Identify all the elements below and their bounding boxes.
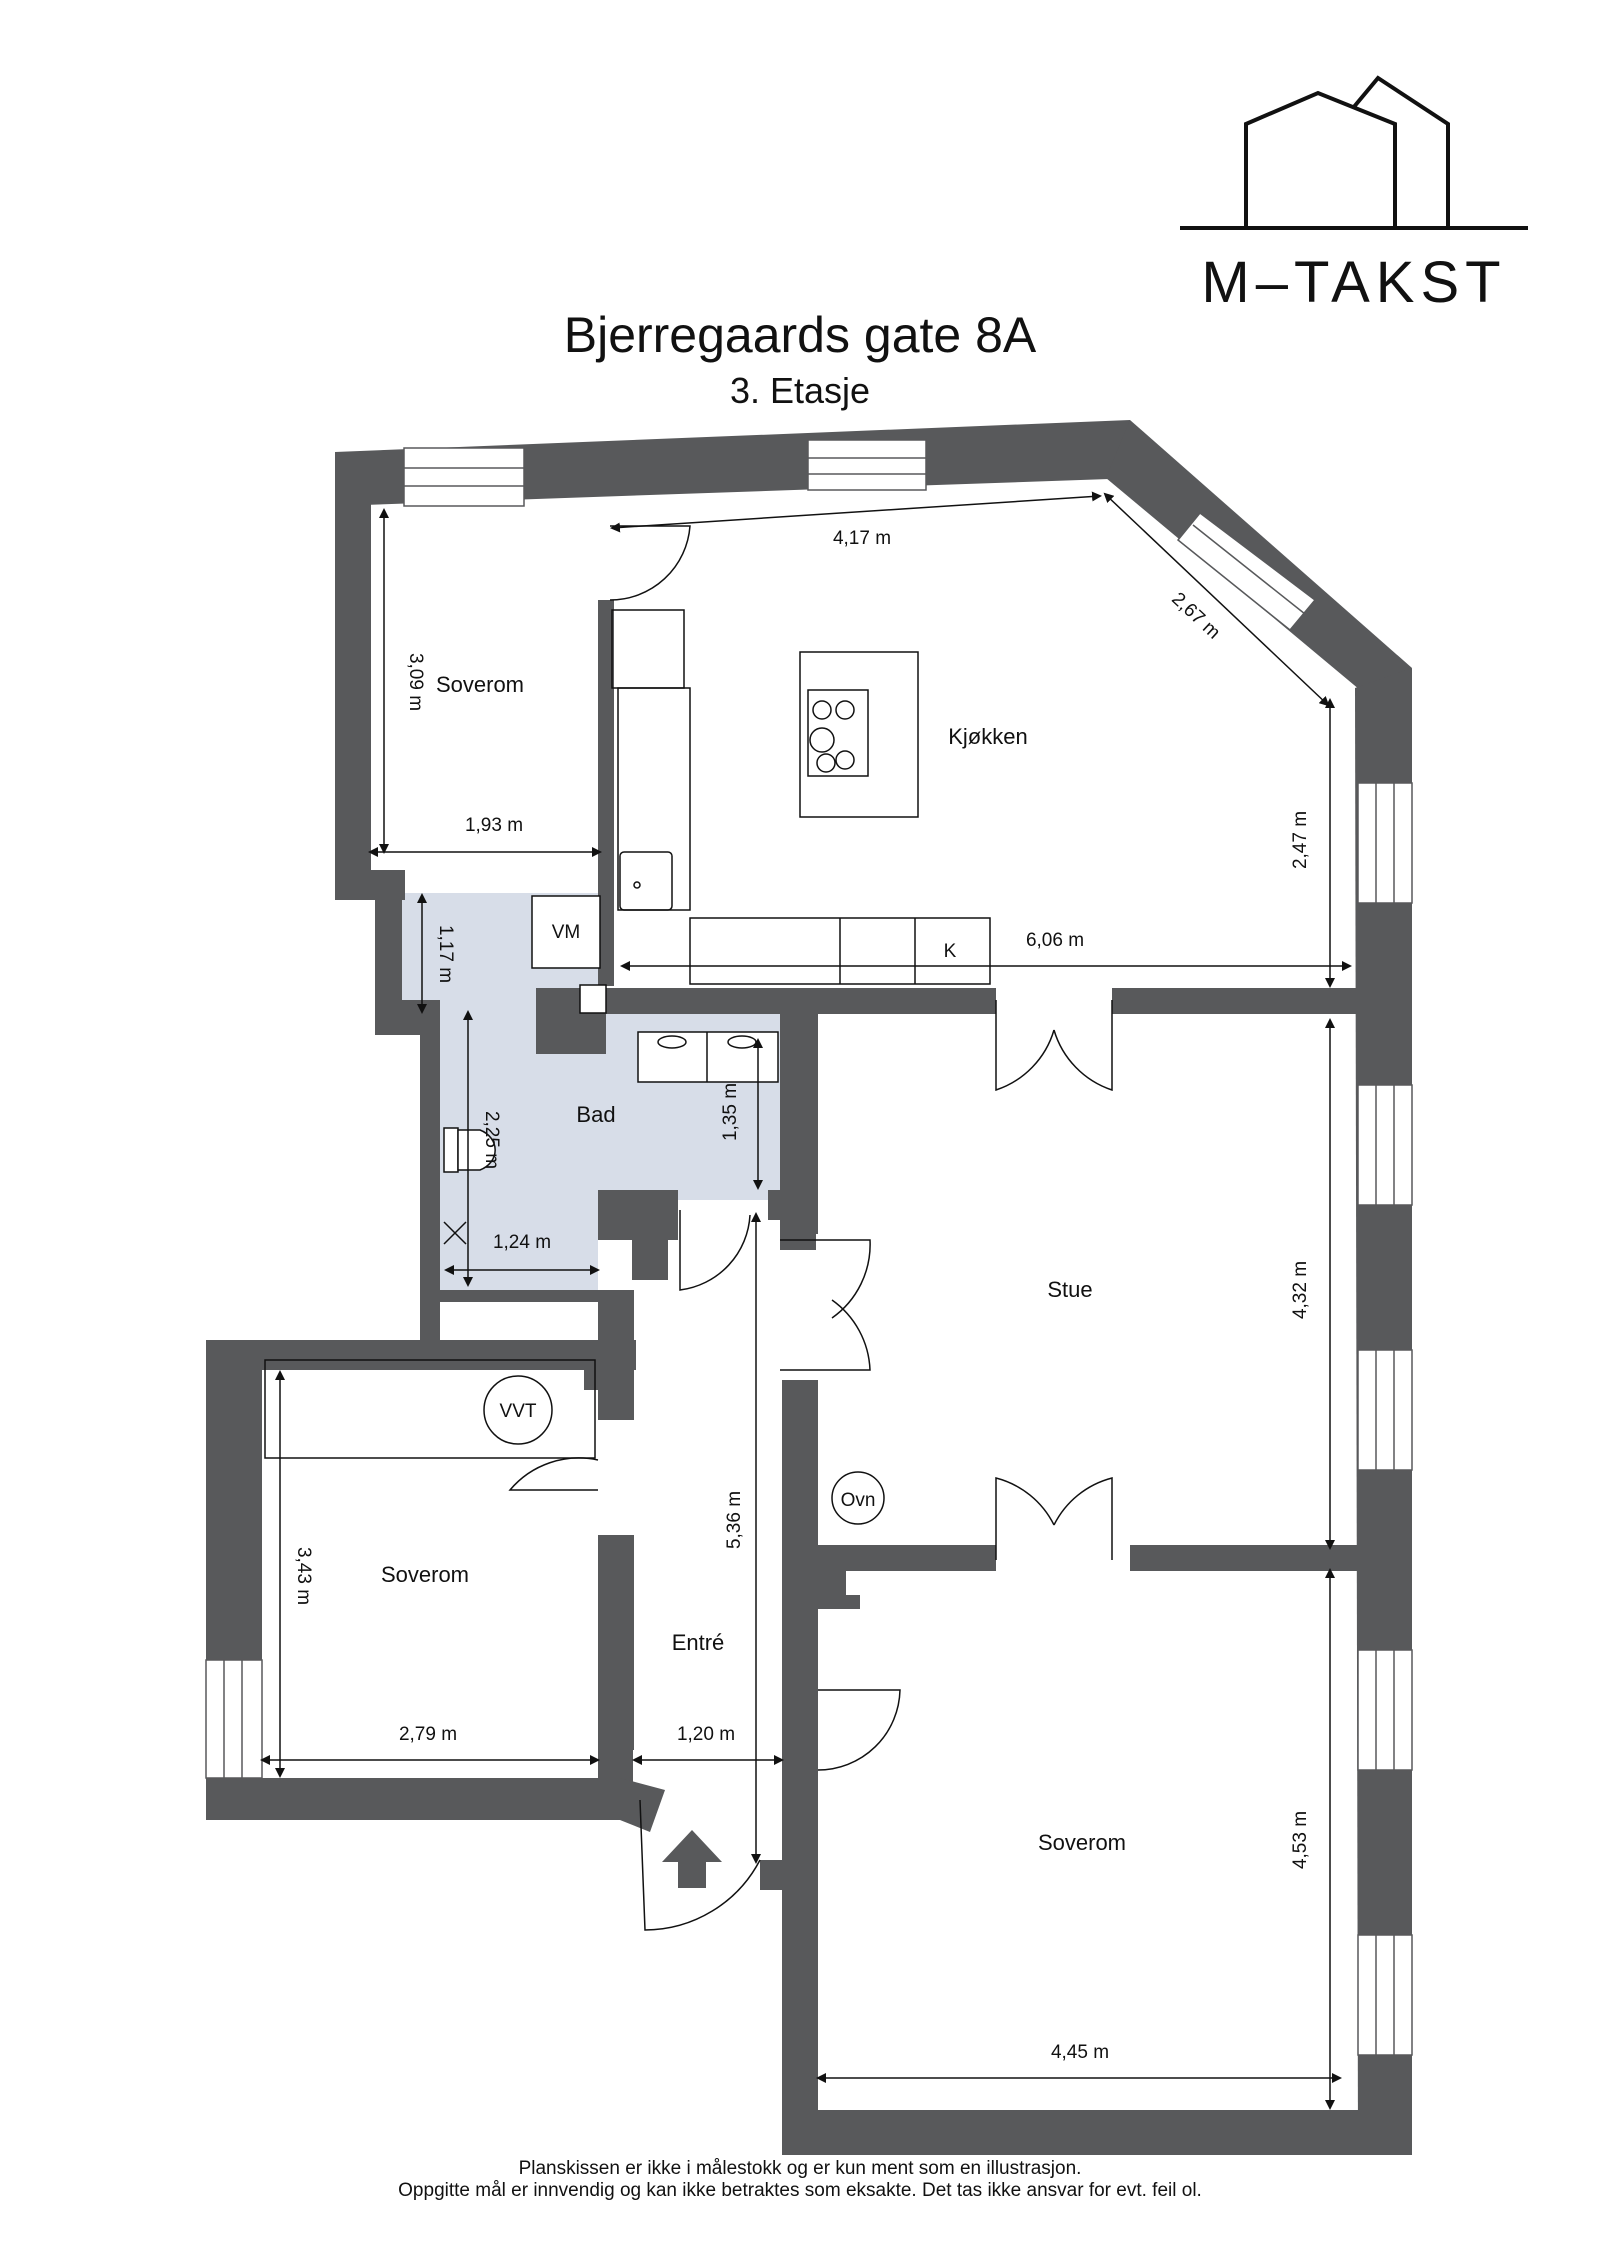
vvt-label: VVT	[500, 1401, 537, 1422]
dim-bedroom-left-height: 3,43 m	[293, 1547, 314, 1605]
dim-bath-right: 1,35 m	[720, 1083, 741, 1141]
page-title: Bjerregaards gate 8A	[564, 307, 1037, 363]
room-kjokken: Kjøkken	[948, 724, 1027, 749]
dim-bath-height: 2,25 m	[481, 1111, 502, 1169]
kitchen-island	[799, 651, 919, 818]
footer-disclaimer-line1: Planskissen er ikke i målestokk og er ku…	[519, 2158, 1082, 2179]
dim-bath-upper: 1,17 m	[435, 925, 456, 983]
dim-entry-length: 5,36 m	[724, 1491, 745, 1549]
dim-kitchen-right: 2,47 m	[1290, 811, 1311, 869]
dim-kitchen-diagonal: 2,67 m	[1167, 588, 1224, 643]
dim-bedroom-top-width: 1,93 m	[465, 815, 523, 836]
oven-label: Ovn	[841, 1490, 876, 1511]
bathroom-floor	[402, 893, 780, 1290]
kitchen-counters	[611, 609, 991, 985]
m-takst-logo: M–TAKST	[1180, 75, 1528, 315]
room-labels: Soverom Kjøkken Bad Stue Soverom Entré S…	[381, 672, 1126, 1855]
room-stue: Stue	[1047, 1277, 1092, 1302]
dim-bedroom-bottom-width: 4,45 m	[1051, 2042, 1109, 2063]
dim-entry-width: 1,20 m	[677, 1724, 735, 1745]
dim-kitchen-bottom: 6,06 m	[1026, 930, 1084, 951]
room-soverom-left: Soverom	[381, 1562, 469, 1587]
dim-bedroom-top-height: 3,09 m	[405, 653, 426, 711]
dim-stue-height: 4,32 m	[1290, 1261, 1311, 1319]
fixture-k-label: K	[944, 941, 957, 962]
floor-label: 3. Etasje	[730, 370, 870, 411]
dim-bath-width: 1,24 m	[493, 1232, 551, 1253]
dimension-lines	[260, 491, 1352, 2110]
room-soverom-top: Soverom	[436, 672, 524, 697]
vvt-unit: VVT	[264, 1359, 596, 1459]
dim-kitchen-top: 4,17 m	[833, 528, 891, 549]
footer-disclaimer-line2: Oppgitte mål er innvendig og kan ikke be…	[398, 2180, 1202, 2201]
room-entre: Entré	[672, 1630, 725, 1655]
room-soverom-bottom: Soverom	[1038, 1830, 1126, 1855]
dim-bedroom-bottom-height: 4,53 m	[1290, 1811, 1311, 1869]
dim-bedroom-left-width: 2,79 m	[399, 1724, 457, 1745]
entrance-arrow-icon	[662, 1830, 722, 1888]
walls	[206, 420, 1412, 2155]
room-bad: Bad	[576, 1102, 615, 1127]
doors	[508, 525, 1113, 1931]
washing-machine-label: VM	[552, 922, 581, 943]
logo-text: M–TAKST	[1201, 250, 1506, 315]
oven: Ovn	[831, 1471, 885, 1525]
